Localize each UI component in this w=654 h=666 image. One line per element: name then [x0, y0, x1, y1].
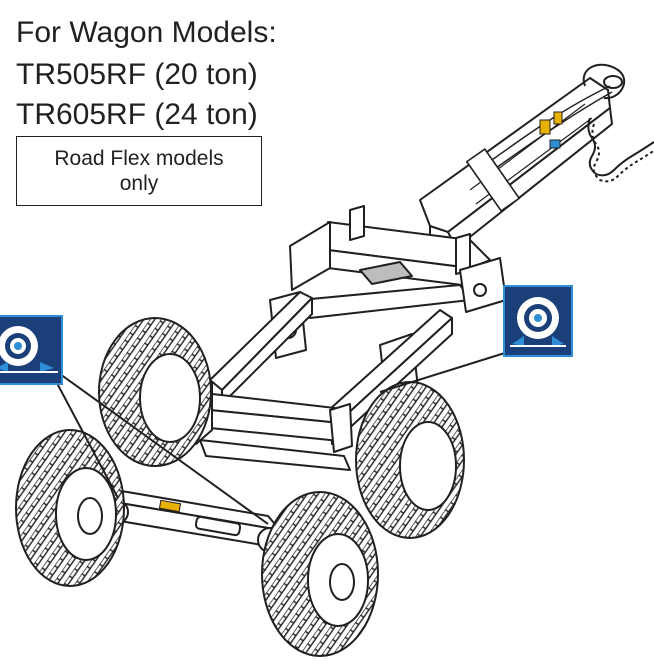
front-frame [289, 205, 491, 319]
model-tr505rf: TR505RF (20 ton) [16, 58, 258, 91]
rear-axle-beam [103, 487, 283, 553]
models-heading: For Wagon Models: [16, 16, 277, 49]
wheel-chock-icon [503, 285, 573, 357]
road-flex-note-text: Road Flex models only [54, 146, 224, 195]
road-flex-note: Road Flex models only [16, 136, 262, 206]
wheel-chock-icon [0, 315, 63, 385]
tire-left-front [15, 429, 125, 587]
tire-right-rear [355, 381, 465, 539]
hydraulic-hoses [465, 85, 613, 212]
model-tr605rf: TR605RF (24 ton) [16, 98, 258, 131]
tire-right-front [261, 491, 379, 657]
tire-left-rear [98, 317, 212, 467]
drawbar [419, 63, 625, 249]
callout-lines [49, 351, 509, 525]
side-rails [209, 291, 453, 445]
rear-frame [194, 381, 353, 471]
safety-chain [587, 117, 654, 183]
